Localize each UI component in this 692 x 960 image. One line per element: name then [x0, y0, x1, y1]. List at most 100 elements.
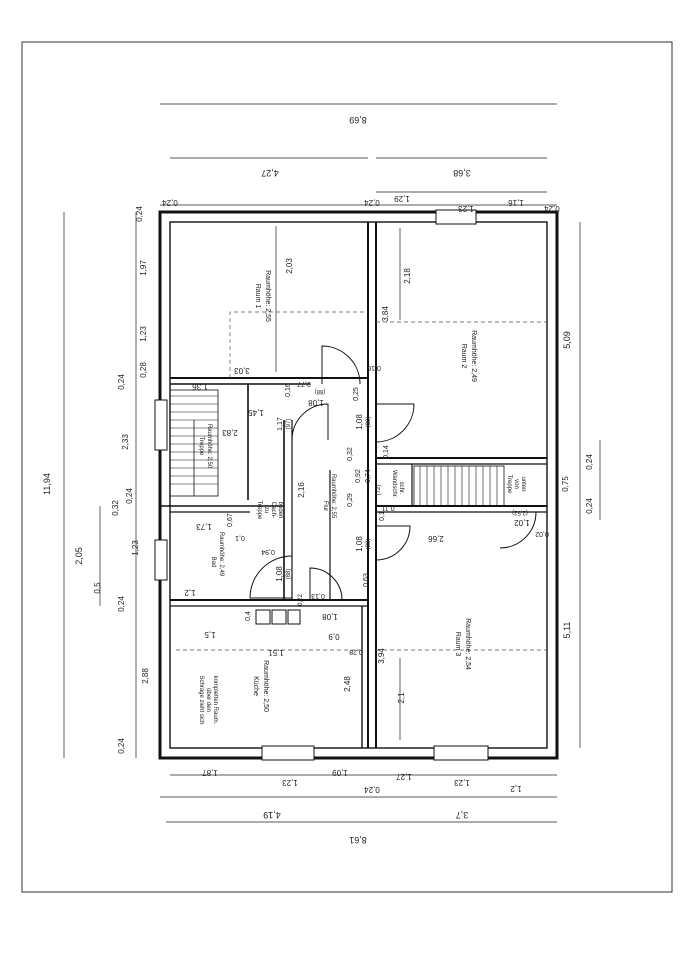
total-label: 8,61	[349, 835, 367, 845]
flur-name-label: Flur	[322, 501, 328, 511]
door-bath	[249, 555, 293, 599]
fl-108-label: 1,08	[275, 566, 284, 582]
left-part-label: 4,27	[261, 168, 279, 178]
w024-label: 0,24	[364, 785, 380, 794]
raum1-name-label: Raum 1	[254, 284, 261, 309]
r2-029-label: 0,29	[347, 493, 354, 507]
bad-name-label: Bad	[210, 557, 216, 568]
k-248-label: 2,48	[343, 676, 352, 692]
right-part-label: 3,7	[456, 810, 469, 820]
r3-028-label: 0,28	[349, 648, 363, 655]
r1-303-label: 3,03	[234, 366, 250, 375]
right-part-label: 3,68	[453, 168, 471, 178]
r3-063-label: 0,63	[363, 573, 370, 587]
window-stair-left	[154, 399, 168, 451]
flur-height-label: Raumhöhe: 2,55	[330, 474, 336, 519]
bd-01-label: 0,1	[235, 534, 245, 541]
w024e-label: 0,24	[117, 738, 126, 754]
d032-label: 0,32	[111, 500, 120, 516]
r2-011-label: 0,11	[381, 504, 394, 511]
fl-216-label: 2,16	[297, 482, 306, 498]
tr-252-label: (2,52)	[512, 509, 528, 515]
st-117-label: 1,17	[277, 417, 284, 431]
kitchen-appliances	[255, 609, 301, 625]
dimension-lines	[63, 103, 601, 823]
window-bath-left	[154, 539, 168, 581]
d116-label: 1,16	[508, 198, 524, 207]
door-stair	[291, 403, 329, 441]
r2-01-label: 0,1	[379, 511, 386, 521]
w024a-label: 0,24	[585, 454, 594, 470]
w024b-label: 0,24	[585, 498, 594, 514]
r2-092-label: 0,92	[355, 469, 362, 483]
tr-102-label: 1,02	[514, 518, 530, 527]
outer-wall	[158, 210, 559, 760]
w024d-label: 0,24	[117, 596, 126, 612]
r3-21-label: 2,1	[397, 692, 406, 704]
wc-b-label: schr.	[398, 482, 404, 495]
door-stair-right	[499, 511, 537, 549]
wc-a-label: Wandschr.	[391, 470, 397, 498]
treppe-name-label: Treppe	[198, 437, 204, 456]
window-room3-bottom	[433, 745, 489, 761]
bd-012-label: 1,2	[184, 588, 196, 597]
d109-label: 1,09	[332, 768, 348, 777]
d511-label: 5,11	[562, 622, 572, 639]
schraege-b-label: über den	[205, 688, 211, 712]
dash-room1	[229, 311, 368, 378]
r2-072-label: (72)	[376, 485, 382, 496]
fl-094-label: 0,94	[261, 548, 275, 555]
treppe-unten-c-label: unten	[520, 476, 526, 491]
r2-108-label: 1,08	[355, 414, 364, 430]
d123-label: 1,23	[458, 204, 474, 213]
d123a-label: 1,23	[282, 778, 298, 787]
d197-label: 1,97	[139, 260, 148, 276]
stair-right	[413, 465, 505, 507]
r2-384-label: 3,84	[381, 306, 390, 322]
d05-label: 0,5	[93, 582, 102, 594]
k-15-label: 1,5	[204, 630, 216, 639]
w024a-label: 0,24	[162, 198, 178, 207]
tr-002-label: 0,02	[535, 530, 549, 537]
d123b-label: 1,23	[131, 540, 140, 556]
door-kitchen	[309, 567, 343, 601]
r2-014-label: 0,14	[383, 445, 390, 459]
d187-label: 1,87	[202, 768, 218, 777]
d233-label: 2,33	[121, 434, 130, 450]
treppe-height-label: Raumhöhe: 2,50	[206, 424, 212, 469]
appliance	[255, 609, 271, 625]
r1-016-label: 0,16	[285, 383, 292, 397]
r1-203-label: 2,03	[285, 258, 294, 274]
treppe-dach-a-label: Treppe	[256, 501, 262, 520]
treppe-unten-a-label: Treppe	[506, 475, 512, 494]
w024b-label: 0,24	[364, 198, 380, 207]
stair-right-outline	[413, 465, 505, 507]
r2-032-label: 0,32	[347, 447, 354, 461]
door-room2	[375, 403, 415, 443]
k-151-label: 1,51	[268, 648, 284, 657]
w024c-label: 0,24	[125, 488, 134, 504]
kueche-height-label: Raumhöhe: 2,50	[262, 660, 269, 712]
d028-label: 0,28	[139, 362, 148, 378]
d129-label: 1,29	[394, 194, 410, 203]
outer-wall-inner	[169, 221, 548, 749]
st-145-label: 1,45	[248, 408, 264, 417]
d123b-label: 1,23	[454, 778, 470, 787]
r2-088-label: (88)	[366, 417, 372, 428]
r1-136-label: 1,36	[192, 382, 208, 391]
appliance	[271, 609, 287, 625]
raum3-height-label: Raumhöhe: 2,54	[464, 618, 471, 670]
r1-108-label: 1,08	[308, 398, 324, 407]
window-room2-top	[435, 209, 477, 225]
total-label: 8,69	[349, 115, 367, 125]
r3-394-label: 3,94	[377, 648, 386, 664]
fl-090-label: 0,9	[328, 632, 340, 641]
bad-height-label: Raumhöhe: 2,49	[218, 532, 224, 577]
r3-108-label: 1,08	[355, 536, 364, 552]
k-04-label: 0,4	[245, 611, 252, 621]
raum2-height-label: Raumhöhe: 2,49	[470, 330, 477, 382]
bd-173-label: 1,73	[196, 522, 212, 531]
sheet-border	[21, 41, 673, 893]
